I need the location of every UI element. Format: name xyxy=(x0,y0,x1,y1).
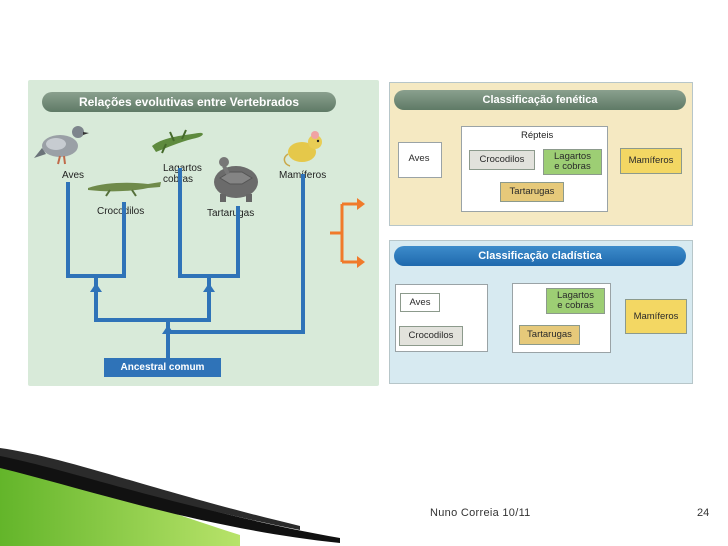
fenetic-title: Classificação fenética xyxy=(394,90,686,110)
label-crocodilos: Crocodilos xyxy=(97,206,145,217)
fenetic-aves-box xyxy=(398,142,442,178)
cladistic-crocodilos: Crocodilos xyxy=(399,326,463,346)
label-tartarugas: Tartarugas xyxy=(207,208,255,219)
mouse-icon xyxy=(283,131,322,167)
fenetic-crocodilos: Crocodilos xyxy=(469,150,535,170)
cladistic-lagartos: Lagartos e cobras xyxy=(546,288,605,314)
lizard-icon xyxy=(152,129,203,154)
bifurcating-arrow xyxy=(330,198,365,268)
cladistic-title: Classificação cladística xyxy=(394,246,686,266)
cladogram-tree xyxy=(66,168,305,360)
cladistic-mamiferos: Mamíferos xyxy=(625,299,687,334)
fenetic-repteis-label: Répteis xyxy=(521,130,554,141)
label-aves: Aves xyxy=(62,170,85,181)
crocodile-icon xyxy=(88,182,161,197)
cladogram-title: Relações evolutivas entre Vertebrados xyxy=(42,92,336,112)
cladogram-panel xyxy=(28,80,379,386)
tortoise-icon xyxy=(214,157,258,202)
fenetic-aves: Aves xyxy=(408,153,430,164)
fenetic-mamiferos: Mamíferos xyxy=(620,148,682,174)
ancestor-label: Ancestral comum xyxy=(104,358,221,377)
pigeon-icon xyxy=(34,126,89,165)
footer-author: Nuno Correia 10/11 xyxy=(430,507,531,519)
fenetic-tartarugas: Tartarugas xyxy=(500,182,564,202)
page-number: 24 xyxy=(697,507,710,519)
fenetic-lagartos: Lagartos e cobras xyxy=(543,149,602,175)
cladistic-tartarugas: Tartarugas xyxy=(519,325,580,345)
cladistic-aves: Aves xyxy=(400,293,440,312)
slide-swoosh-decoration xyxy=(0,448,340,546)
